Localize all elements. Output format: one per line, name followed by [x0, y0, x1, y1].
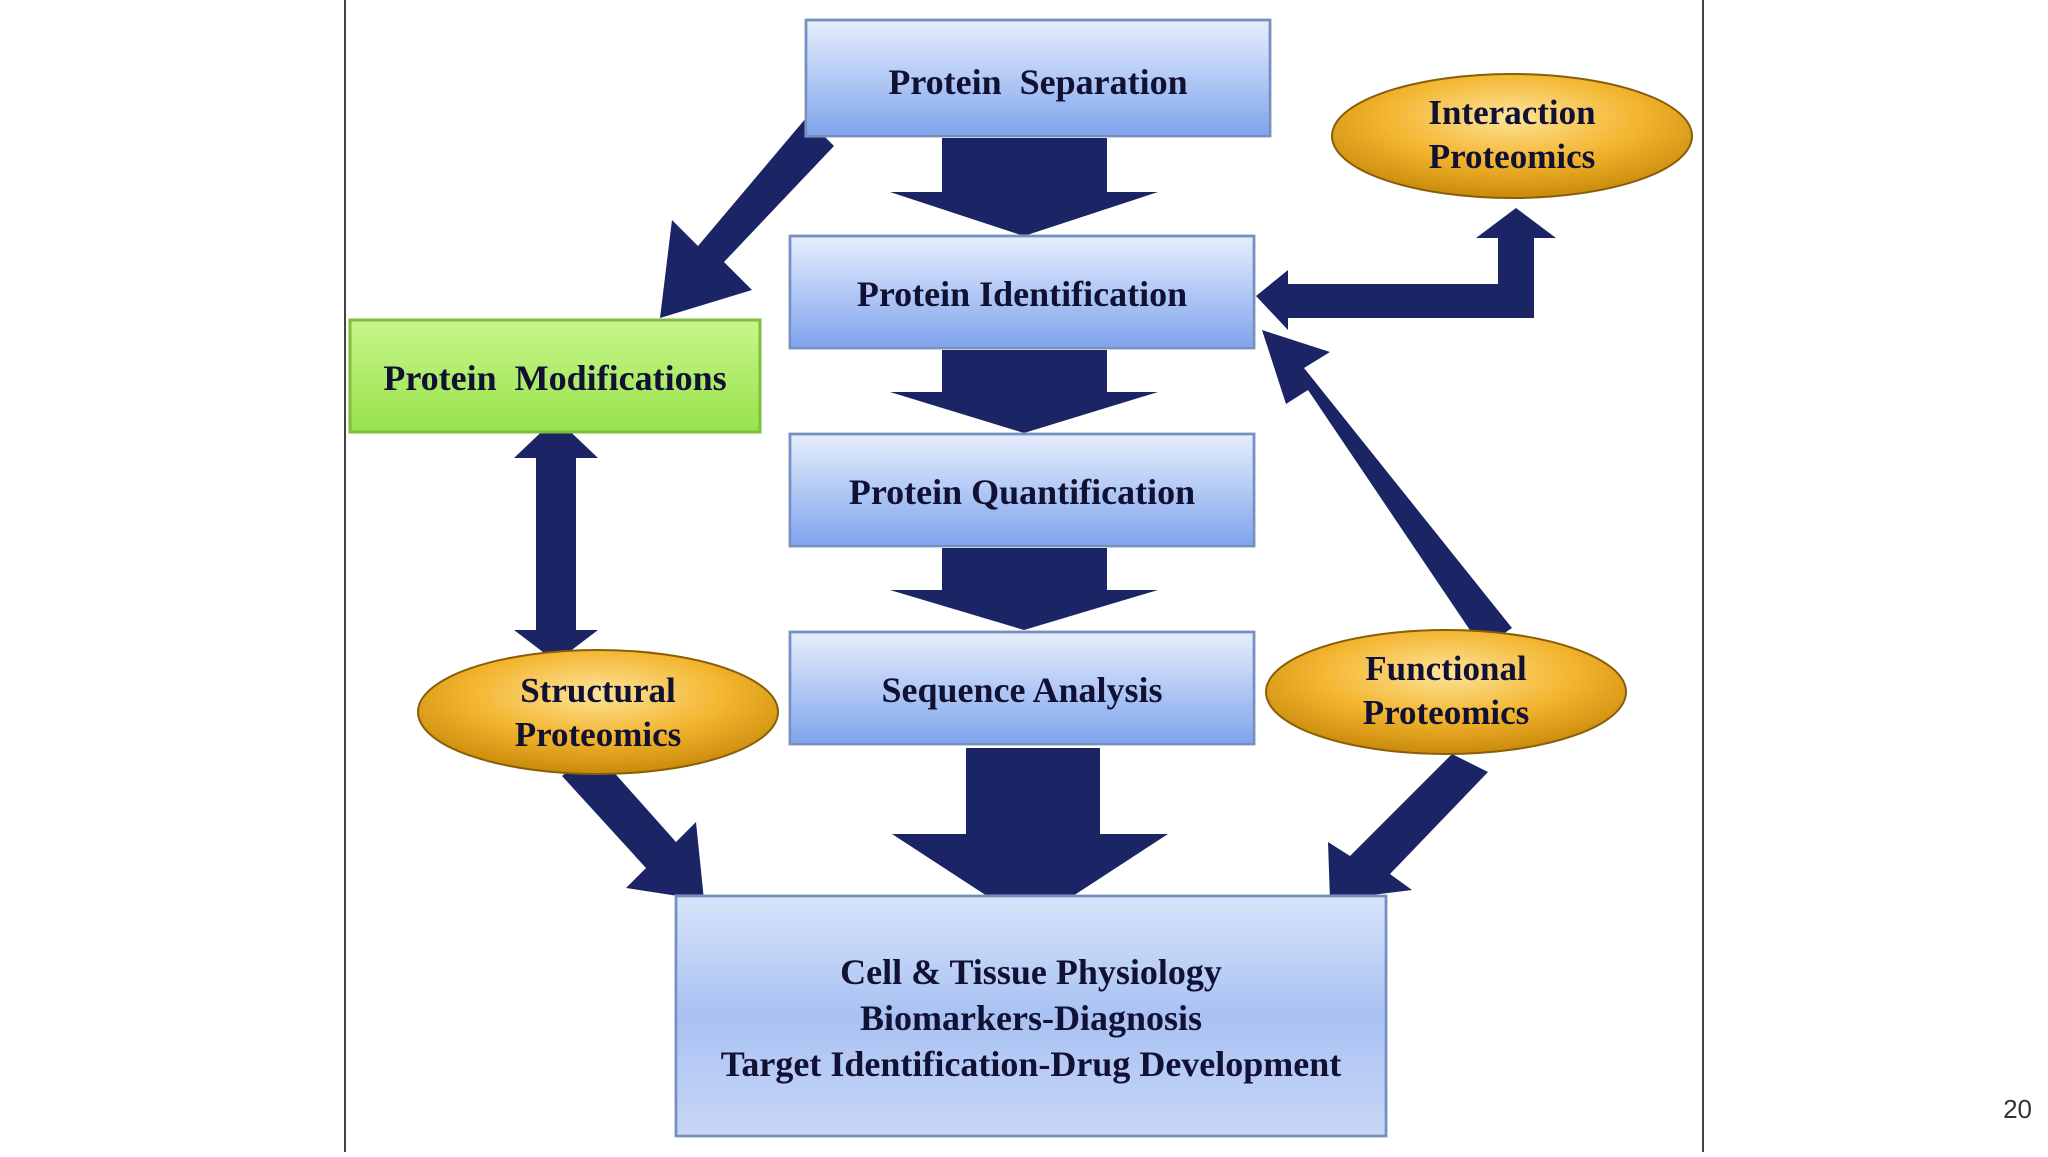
node-protein-identification-label: Protein Identification [857, 274, 1187, 314]
arrow-identification-to-quantification [890, 350, 1158, 433]
outcomes-line-1: Cell & Tissue Physiology [840, 952, 1222, 992]
node-protein-modifications-label: Protein Modifications [383, 358, 726, 398]
arrow-separation-to-modifications [660, 118, 834, 318]
arrow-functional-to-outcomes [1328, 754, 1488, 900]
page-number: 20 [2003, 1094, 2032, 1124]
arrow-quantification-to-sequence [890, 548, 1158, 630]
node-interaction-proteomics: Interaction Proteomics [1331, 73, 1693, 199]
structural-proteomics-line-2: Proteomics [515, 715, 682, 754]
outcomes-line-2: Biomarkers-Diagnosis [860, 998, 1202, 1038]
node-functional-proteomics: Functional Proteomics [1265, 629, 1627, 755]
node-structural-proteomics: Structural Proteomics [417, 649, 779, 775]
arrows [514, 118, 1556, 924]
arrow-structural-to-outcomes [562, 750, 704, 900]
node-sequence-analysis: Sequence Analysis [788, 630, 1256, 746]
arrow-separation-to-identification [890, 138, 1158, 236]
functional-proteomics-line-2: Proteomics [1363, 693, 1530, 732]
node-protein-quantification-label: Protein Quantification [849, 472, 1195, 512]
node-protein-identification: Protein Identification [788, 234, 1256, 350]
arrow-identification-interaction [1256, 208, 1556, 330]
arrow-modifications-structural [514, 418, 598, 662]
node-protein-separation-label: Protein Separation [888, 62, 1187, 102]
arrow-functional-to-identification [1262, 330, 1512, 648]
node-sequence-analysis-label: Sequence Analysis [881, 670, 1162, 710]
arrow-sequence-to-outcomes [892, 748, 1168, 924]
functional-proteomics-line-1: Functional [1365, 649, 1527, 688]
node-protein-modifications: Protein Modifications [348, 318, 762, 434]
node-protein-separation: Protein Separation [804, 18, 1272, 138]
structural-proteomics-line-1: Structural [520, 671, 676, 710]
node-outcomes: Cell & Tissue Physiology Biomarkers-Diag… [674, 894, 1388, 1138]
outcomes-line-3: Target Identification-Drug Development [721, 1044, 1342, 1084]
node-protein-quantification: Protein Quantification [788, 432, 1256, 548]
interaction-proteomics-line-2: Proteomics [1429, 137, 1596, 176]
interaction-proteomics-line-1: Interaction [1428, 93, 1595, 132]
